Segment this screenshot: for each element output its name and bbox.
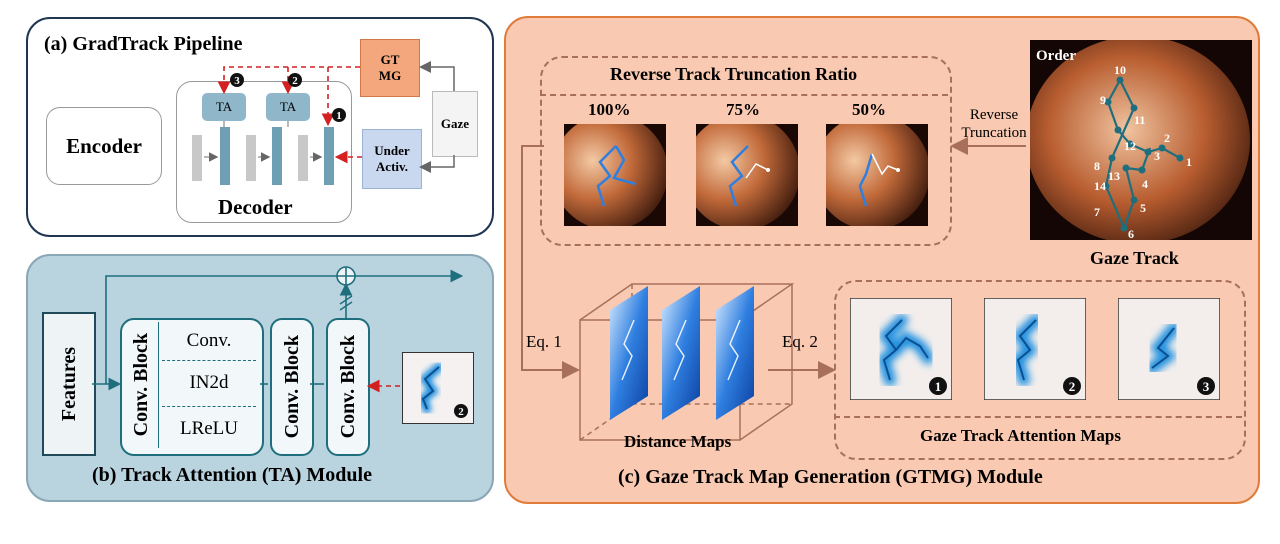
gaze-label: Gaze — [440, 116, 470, 131]
gaze-track-image: Order 1 2 3 4 5 6 7 8 9 10 11 12 13 14 — [1030, 40, 1252, 240]
panel-c-title: (c) Gaze Track Map Generation (GTMG) Mod… — [618, 466, 1043, 488]
decoder-bar — [246, 135, 256, 181]
attention-maps-label: Gaze Track Attention Maps — [920, 426, 1121, 445]
gtmg-label: GT MG — [378, 52, 402, 83]
panel-c-arrows — [521, 137, 1026, 379]
lrelu-label: LReLU — [179, 418, 239, 439]
conv-block-big — [120, 318, 264, 456]
panel-a: (a) GradTrack Pipeline Encoder TA TA Dec… — [26, 17, 494, 237]
eq2-label: Eq. 2 — [782, 332, 818, 351]
decoder-bar — [272, 127, 282, 185]
panel-b: Features Conv. Block Conv. IN2d LReLU Co… — [26, 254, 494, 502]
thumb-75 — [696, 124, 798, 226]
track-num-11: 11 — [1134, 113, 1145, 127]
gaze-track-label: Gaze Track — [1090, 248, 1179, 268]
map-marker-1: 1 — [935, 379, 942, 394]
thumb-50 — [826, 124, 928, 226]
encoder-label: Encoder — [66, 133, 142, 158]
under-activ-box: Under Activ. — [362, 129, 422, 189]
conv-layer: Conv. — [160, 322, 258, 360]
conv-label: Conv. — [186, 330, 232, 351]
ratio-75: 75% — [726, 100, 760, 119]
reverse-truncation-label: Reverse Truncation — [961, 107, 1027, 141]
ta-box-left: TA — [202, 93, 246, 121]
panel-a-title: (a) GradTrack Pipeline — [44, 33, 243, 55]
marker-3: 3 — [234, 75, 240, 87]
gaze-box: Gaze — [432, 91, 478, 157]
distance-maps-cube — [579, 283, 795, 441]
distance-maps-label: Distance Maps — [624, 432, 732, 451]
panel-c: Reverse Track Truncation Ratio 100% 75% … — [504, 16, 1260, 504]
conv-block-big-title: Conv. Block — [124, 322, 159, 448]
track-map-glow: 2 — [417, 362, 468, 418]
decoder-bar — [220, 127, 230, 185]
map-marker-2: 2 — [1069, 379, 1076, 394]
under-activ-label: Under Activ. — [374, 143, 410, 174]
track-map-thumb: 2 — [402, 352, 474, 424]
ratio-header — [540, 56, 948, 96]
panel-a-arrows: 3 2 1 — [204, 61, 455, 173]
conv-block-3: Conv. Block — [326, 318, 370, 456]
track-num-8: 8 — [1094, 159, 1100, 173]
eq1-label: Eq. 1 — [526, 332, 562, 351]
decoder-bar — [192, 135, 202, 181]
track-num-7: 7 — [1094, 205, 1100, 219]
map-marker-3: 3 — [1203, 379, 1210, 394]
ratio-100: 100% — [588, 100, 631, 119]
track-num-13: 13 — [1108, 169, 1120, 183]
ta-left-label: TA — [215, 99, 233, 114]
ratio-50: 50% — [852, 100, 886, 119]
encoder-box: Encoder — [46, 107, 162, 185]
track-num-2: 2 — [1164, 131, 1170, 145]
ratio-title: Reverse Track Truncation Ratio — [610, 64, 858, 84]
track-num-3: 3 — [1154, 149, 1160, 163]
features-box: Features — [42, 312, 96, 456]
conv-block-2: Conv. Block — [270, 318, 314, 456]
marker-2: 2 — [292, 75, 298, 87]
track-num-10: 10 — [1114, 63, 1126, 77]
attention-map-3: 3 — [1118, 298, 1220, 400]
thumb-marker-2: 2 — [458, 406, 464, 418]
track-num-14: 14 — [1094, 179, 1106, 193]
divider — [162, 406, 256, 407]
thumb-100 — [564, 124, 666, 226]
in2d-layer: IN2d — [160, 364, 258, 402]
attention-map-2: 2 — [984, 298, 1086, 400]
marker-1: 1 — [336, 110, 342, 122]
track-num-9: 9 — [1100, 93, 1106, 107]
lrelu-layer: LReLU — [160, 410, 258, 448]
track-num-4: 4 — [1142, 177, 1148, 191]
track-num-12: 12 — [1124, 139, 1136, 153]
divider — [162, 360, 256, 361]
panel-b-arrows — [92, 266, 464, 393]
decoder-label: Decoder — [218, 195, 293, 219]
attention-maps-footer — [834, 416, 1242, 418]
track-num-1: 1 — [1186, 155, 1192, 169]
gtmg-box: GT MG — [360, 39, 420, 97]
decoder-bar — [324, 127, 334, 185]
track-num-5: 5 — [1140, 201, 1146, 215]
panel-b-title: (b) Track Attention (TA) Module — [92, 464, 372, 486]
attention-map-1: 1 — [850, 298, 952, 400]
order-label: Order — [1036, 48, 1076, 64]
track-num-6: 6 — [1128, 227, 1134, 240]
ta-box-right: TA — [266, 93, 310, 121]
ta-right-label: TA — [279, 99, 297, 114]
decoder-box — [176, 81, 352, 223]
in2d-label: IN2d — [189, 372, 229, 393]
decoder-bar — [298, 135, 308, 181]
